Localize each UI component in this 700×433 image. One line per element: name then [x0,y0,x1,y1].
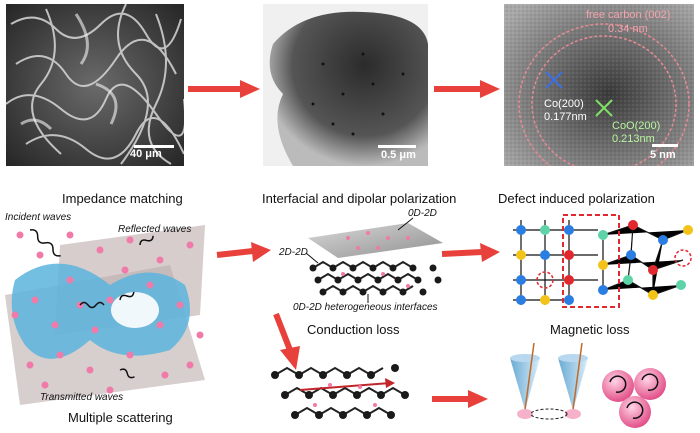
conduction-illustration [271,364,409,419]
defect-polarization-title: Defect induced polarization [498,191,655,206]
hrtem-scale-label: 5 nm [650,149,676,161]
hrtem-scale-bar [652,144,678,147]
hrtem-image: free carbon (002) 0.34 nm Co(200) 0.177n… [504,4,694,166]
reflected-waves-label: Reflected waves [118,224,192,235]
hrtem-texture [504,4,694,166]
label-0d-2d: 0D-2D [408,208,437,219]
interfacial-polarization-title: Interfacial and dipolar polarization [262,191,457,206]
hrtem-carbon-label: free carbon (002) [586,9,671,21]
magnetic-illustration [510,342,666,428]
tem-texture [263,4,428,166]
transmitted-waves-label: Transmitted waves [40,392,124,403]
sem-image: 40 μm [6,4,184,166]
conduction-loss-title: Conduction loss [307,322,400,337]
tem-image: 0.5 μm [263,4,428,166]
multiple-scattering-title: Multiple scattering [68,410,173,425]
impedance-matching-title: Impedance matching [62,191,183,206]
arrow-sem-to-tem [188,80,260,98]
label-2d-2d: 2D-2D [279,247,308,258]
hrtem-co-label: Co(200) [544,98,584,110]
magnetic-loss-title: Magnetic loss [550,322,630,337]
arrow-interfacial-to-defect [441,243,500,262]
arrow-tem-to-hrtem [434,80,500,98]
hrtem-co-spacing: 0.177nm [544,111,587,123]
arrow-conduction-to-magnetic [432,390,488,408]
arrow-scattering-to-interfacial [216,242,271,262]
hrtem-carbon-spacing: 0.34 nm [608,23,648,35]
incident-waves-label: Incident waves [5,212,72,223]
tem-scale-bar [378,145,416,148]
hrtem-coo-label: CoO(200) [612,120,661,132]
tem-scale-label: 0.5 μm [381,149,416,161]
sem-texture [6,4,184,166]
heterogeneous-interfaces-label: 0D-2D heterogeneous interfaces [293,302,438,313]
sem-scale-label: 40 μm [130,148,162,160]
arrow-interfacial-to-conduction [273,312,300,370]
sem-scale-bar [134,145,174,148]
interfacial-illustration [305,217,443,303]
scattering-illustration [5,225,205,405]
hrtem-coo-spacing: 0.213nm [612,133,655,145]
defect-lattice [513,214,693,308]
